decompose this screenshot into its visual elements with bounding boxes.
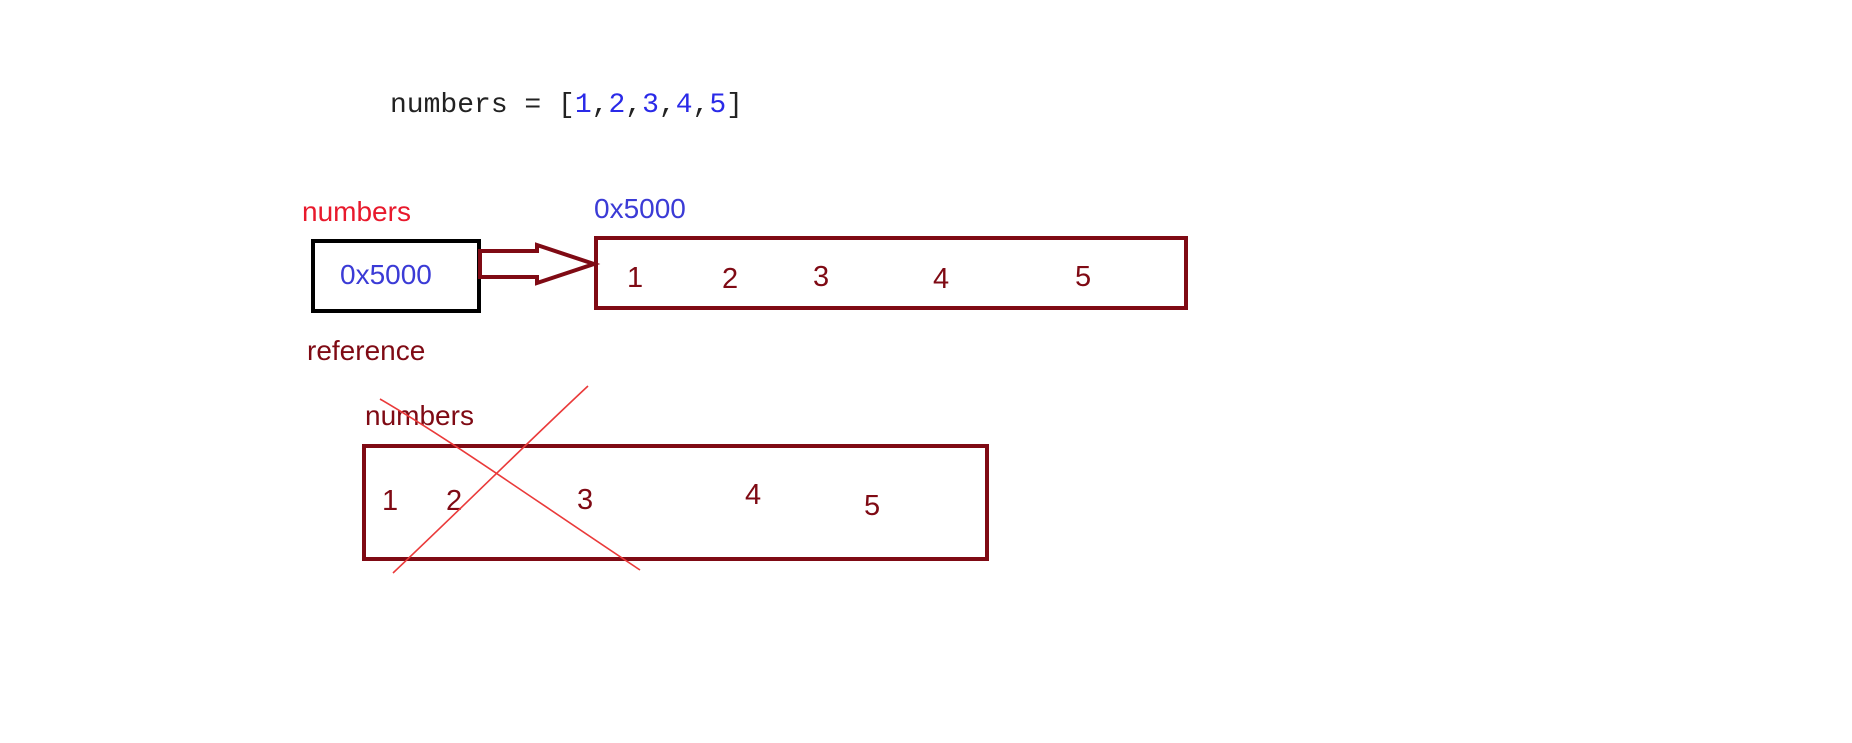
code-sep: , <box>659 90 676 121</box>
code-value-3: 3 <box>642 90 659 121</box>
code-prefix: numbers = [ <box>390 90 575 121</box>
strike-line <box>392 385 589 574</box>
strike-line <box>379 398 641 571</box>
crossed-object-name: numbers <box>365 400 474 431</box>
code-sep: , <box>693 90 710 121</box>
crossed-cell-4: 4 <box>745 479 761 511</box>
variable-name-label: numbers <box>302 196 411 227</box>
heap-cell-2: 2 <box>722 263 738 295</box>
code-value-1: 1 <box>575 90 592 121</box>
code-value-4: 4 <box>676 90 693 121</box>
heap-cell-4: 4 <box>933 263 949 295</box>
code-sep: , <box>592 90 609 121</box>
pointer-arrow <box>478 242 601 286</box>
crossed-cell-3: 3 <box>577 484 593 516</box>
crossed-cell-2: 2 <box>446 485 462 517</box>
code-suffix: ] <box>726 90 743 121</box>
heap-cell-5: 5 <box>1075 261 1091 293</box>
crossed-array-box <box>362 444 989 561</box>
reference-caption: reference <box>307 335 425 366</box>
crossed-cell-1: 1 <box>382 485 398 517</box>
code-value-5: 5 <box>709 90 726 121</box>
heap-cell-3: 3 <box>813 261 829 293</box>
reference-value: 0x5000 <box>340 259 432 290</box>
heap-cell-1: 1 <box>627 262 643 294</box>
crossed-cell-5: 5 <box>864 490 880 522</box>
code-line: numbers = [1,2,3,4,5] <box>390 90 743 121</box>
heap-address-label: 0x5000 <box>594 193 686 224</box>
code-value-2: 2 <box>608 90 625 121</box>
code-sep: , <box>625 90 642 121</box>
heap-array-box <box>594 236 1188 310</box>
